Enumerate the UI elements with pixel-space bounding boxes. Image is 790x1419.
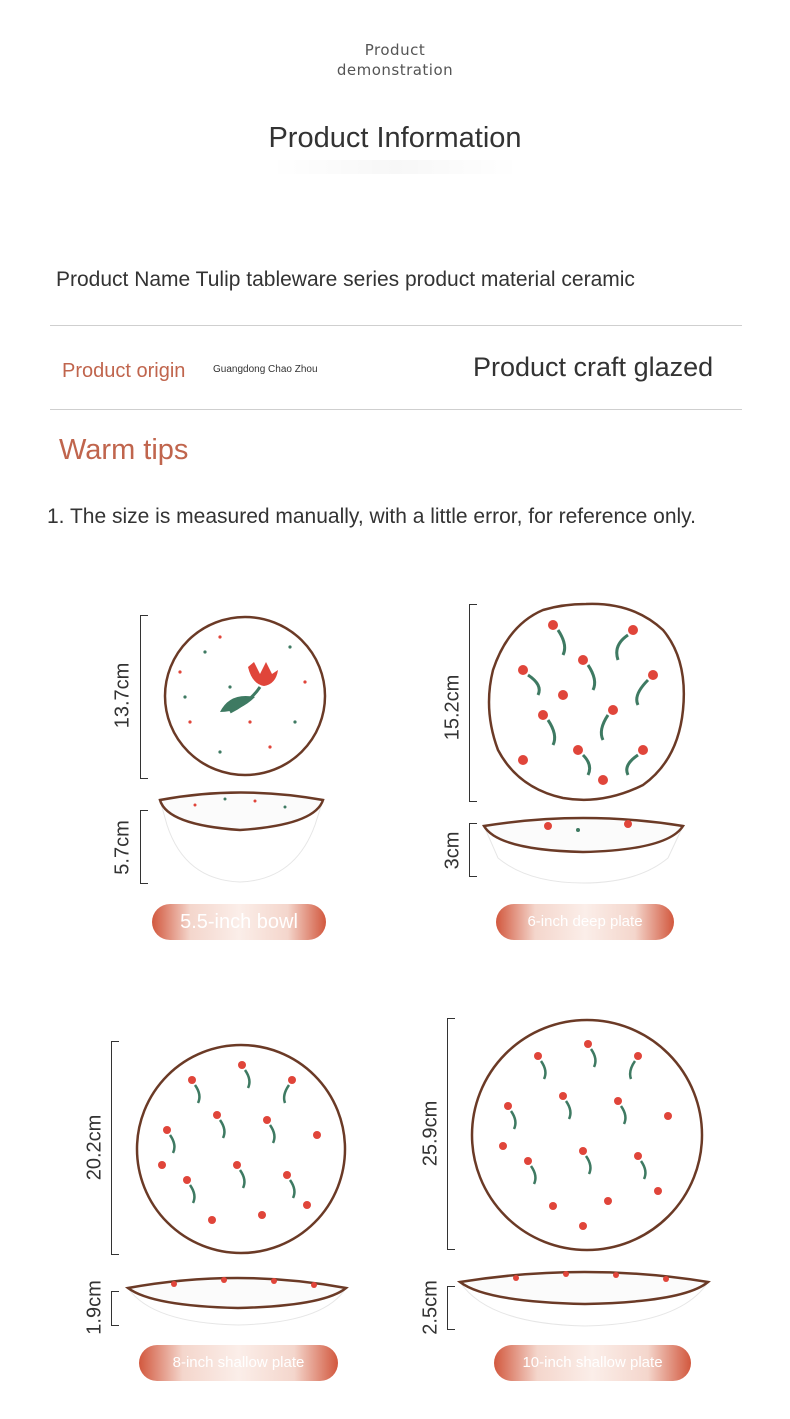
divider-top — [50, 325, 742, 326]
product-label-pill: 10-inch shallow plate — [494, 1345, 691, 1381]
product-label-pill: 5.5-inch bowl — [152, 904, 326, 940]
warm-tips-title: Warm tips — [59, 434, 189, 466]
demo-line-1: Product — [364, 41, 426, 59]
height-bracket — [140, 810, 148, 884]
height-label: 1.9cm — [83, 1280, 106, 1335]
product-name-line: Product Name Tulip tableware series prod… — [56, 268, 635, 291]
height-label: 3cm — [441, 831, 464, 870]
diameter-bracket — [469, 604, 477, 802]
plate-10-side-view — [456, 1270, 711, 1327]
height-label: 2.5cm — [419, 1280, 442, 1335]
origin-value: Guangdong Chao Zhou — [213, 364, 318, 375]
plate-8-side-view — [124, 1276, 349, 1326]
diameter-label: 13.7cm — [111, 662, 134, 729]
plate-10-top-view — [470, 1018, 704, 1252]
plate-6-side-view — [481, 816, 686, 884]
diameter-bracket — [447, 1018, 455, 1250]
demo-caption: Product demonstration — [0, 40, 790, 80]
plate-8-top-view — [135, 1043, 347, 1255]
page-title: Product Information — [268, 122, 522, 154]
diameter-bracket — [140, 615, 148, 779]
demo-line-2: demonstration — [336, 61, 454, 79]
height-bracket — [111, 1291, 119, 1326]
divider-bottom — [50, 409, 742, 410]
diameter-label: 20.2cm — [83, 1114, 106, 1181]
height-label: 5.7cm — [111, 820, 134, 875]
height-bracket — [469, 823, 477, 877]
diameter-label: 25.9cm — [419, 1100, 442, 1167]
height-bracket — [447, 1286, 455, 1330]
title-underline-shadow — [270, 160, 520, 174]
bowl-top-view — [163, 615, 327, 777]
plate-6-top-view — [487, 602, 686, 802]
tip-item: 1. The size is measured manually, with a… — [47, 505, 696, 528]
product-label-pill: 8-inch shallow plate — [139, 1345, 338, 1381]
product-label-pill: 6-inch deep plate — [496, 904, 674, 940]
origin-label: Product origin — [62, 360, 186, 382]
bowl-side-view — [158, 791, 325, 883]
diameter-label: 15.2cm — [441, 674, 464, 741]
craft-line: Product craft glazed — [473, 352, 714, 382]
diameter-bracket — [111, 1041, 119, 1255]
